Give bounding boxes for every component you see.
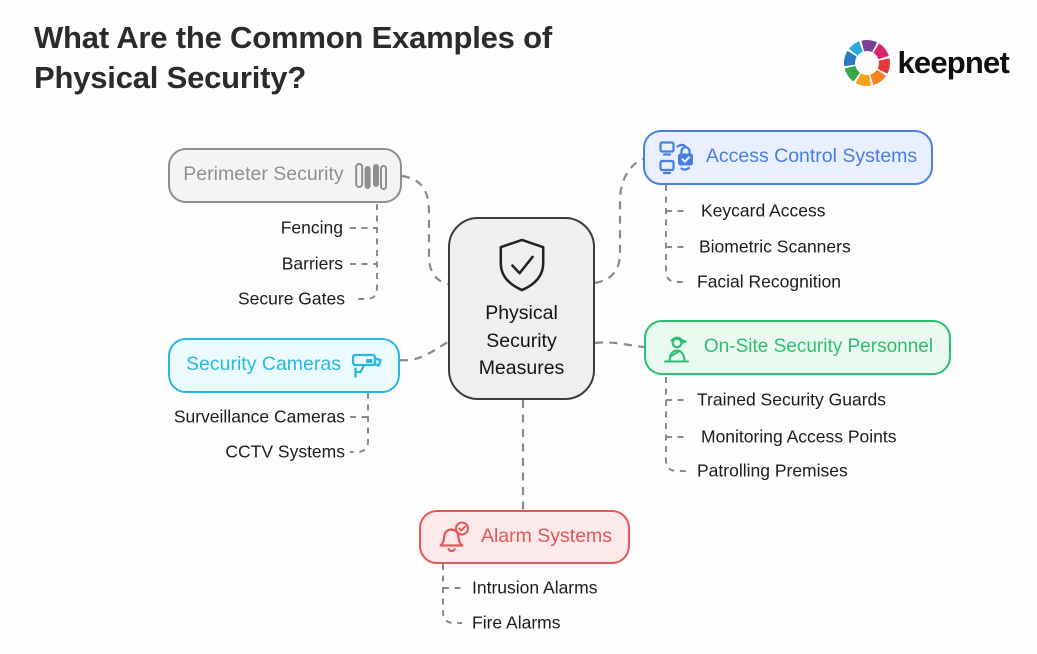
leaf-item-keycard-access: Keycard Access	[701, 200, 826, 221]
cctv-camera-icon	[351, 351, 382, 380]
leaf-item-intrusion-alarms: Intrusion Alarms	[472, 577, 598, 598]
leaf-item-facial-recognition: Facial Recognition	[697, 271, 841, 292]
branch-label: Alarm Systems	[480, 524, 613, 547]
keepnet-logo: keepnet	[844, 40, 1010, 86]
bell-check-icon	[437, 521, 470, 553]
leaf-item-biometric-scanners: Biometric Scanners	[699, 236, 851, 257]
leaf-item-fencing: Fencing	[280, 217, 343, 238]
leaf-item-patrolling-premises: Patrolling Premises	[697, 460, 848, 481]
page-title: What Are the Common Examples of Physical…	[34, 18, 634, 98]
branch-label: Access Control Systems	[705, 145, 918, 167]
trunk-onsite-items	[665, 377, 686, 472]
connector-central-access	[594, 157, 644, 285]
trunk-access-items	[665, 185, 686, 283]
leaf-item-secure-gates: Secure Gates	[238, 288, 345, 309]
devices-lock-icon	[659, 140, 695, 175]
leaf-item-barriers: Barriers	[281, 253, 343, 274]
keepnet-logo-text: keepnet	[897, 45, 1009, 80]
page-title-line1: What Are the Common Examples of	[34, 20, 552, 55]
branch-label: Perimeter Security	[183, 163, 344, 185]
central-label-line1: Physical	[485, 302, 558, 325]
keepnet-pinwheel-icon	[844, 40, 891, 86]
leaf-item-fire-alarms: Fire Alarms	[472, 612, 561, 633]
branch-label: On-Site Security Personnel	[703, 335, 934, 357]
central-label-line2: Security	[486, 329, 557, 352]
branch-node-alarm-systems: Alarm Systems	[419, 510, 630, 564]
shield-check-icon	[495, 237, 549, 293]
branch-node-on-site-security-personnel: On-Site Security Personnel	[644, 320, 951, 375]
connector-perimeter-central	[401, 174, 449, 286]
branch-node-access-control-systems: Access Control Systems	[643, 130, 933, 185]
trunk-alarm-items	[442, 564, 462, 624]
page-title-line2: Physical Security?	[34, 60, 307, 95]
trunk-cameras-items	[350, 393, 369, 453]
guard-icon	[662, 332, 693, 364]
central-label-line3: Measures	[478, 357, 565, 380]
leaf-item-surveillance-cameras: Surveillance Cameras	[173, 406, 345, 427]
leaf-item-monitoring-access-points: Monitoring Access Points	[701, 426, 897, 447]
connector-cameras-central	[399, 341, 449, 362]
leaf-item-cctv-systems: CCTV Systems	[225, 441, 345, 462]
central-node-physical-security-measures: Physical Security Measures	[448, 217, 595, 400]
trunk-perimeter-items	[357, 204, 378, 300]
branch-label: Security Cameras	[186, 353, 341, 375]
branch-node-security-cameras: Security Cameras	[168, 338, 400, 393]
connector-central-onsite	[594, 341, 645, 349]
fence-icon	[354, 161, 387, 191]
branch-node-perimeter-security: Perimeter Security	[168, 148, 402, 203]
leaf-item-trained-security-guards: Trained Security Guards	[697, 389, 887, 410]
